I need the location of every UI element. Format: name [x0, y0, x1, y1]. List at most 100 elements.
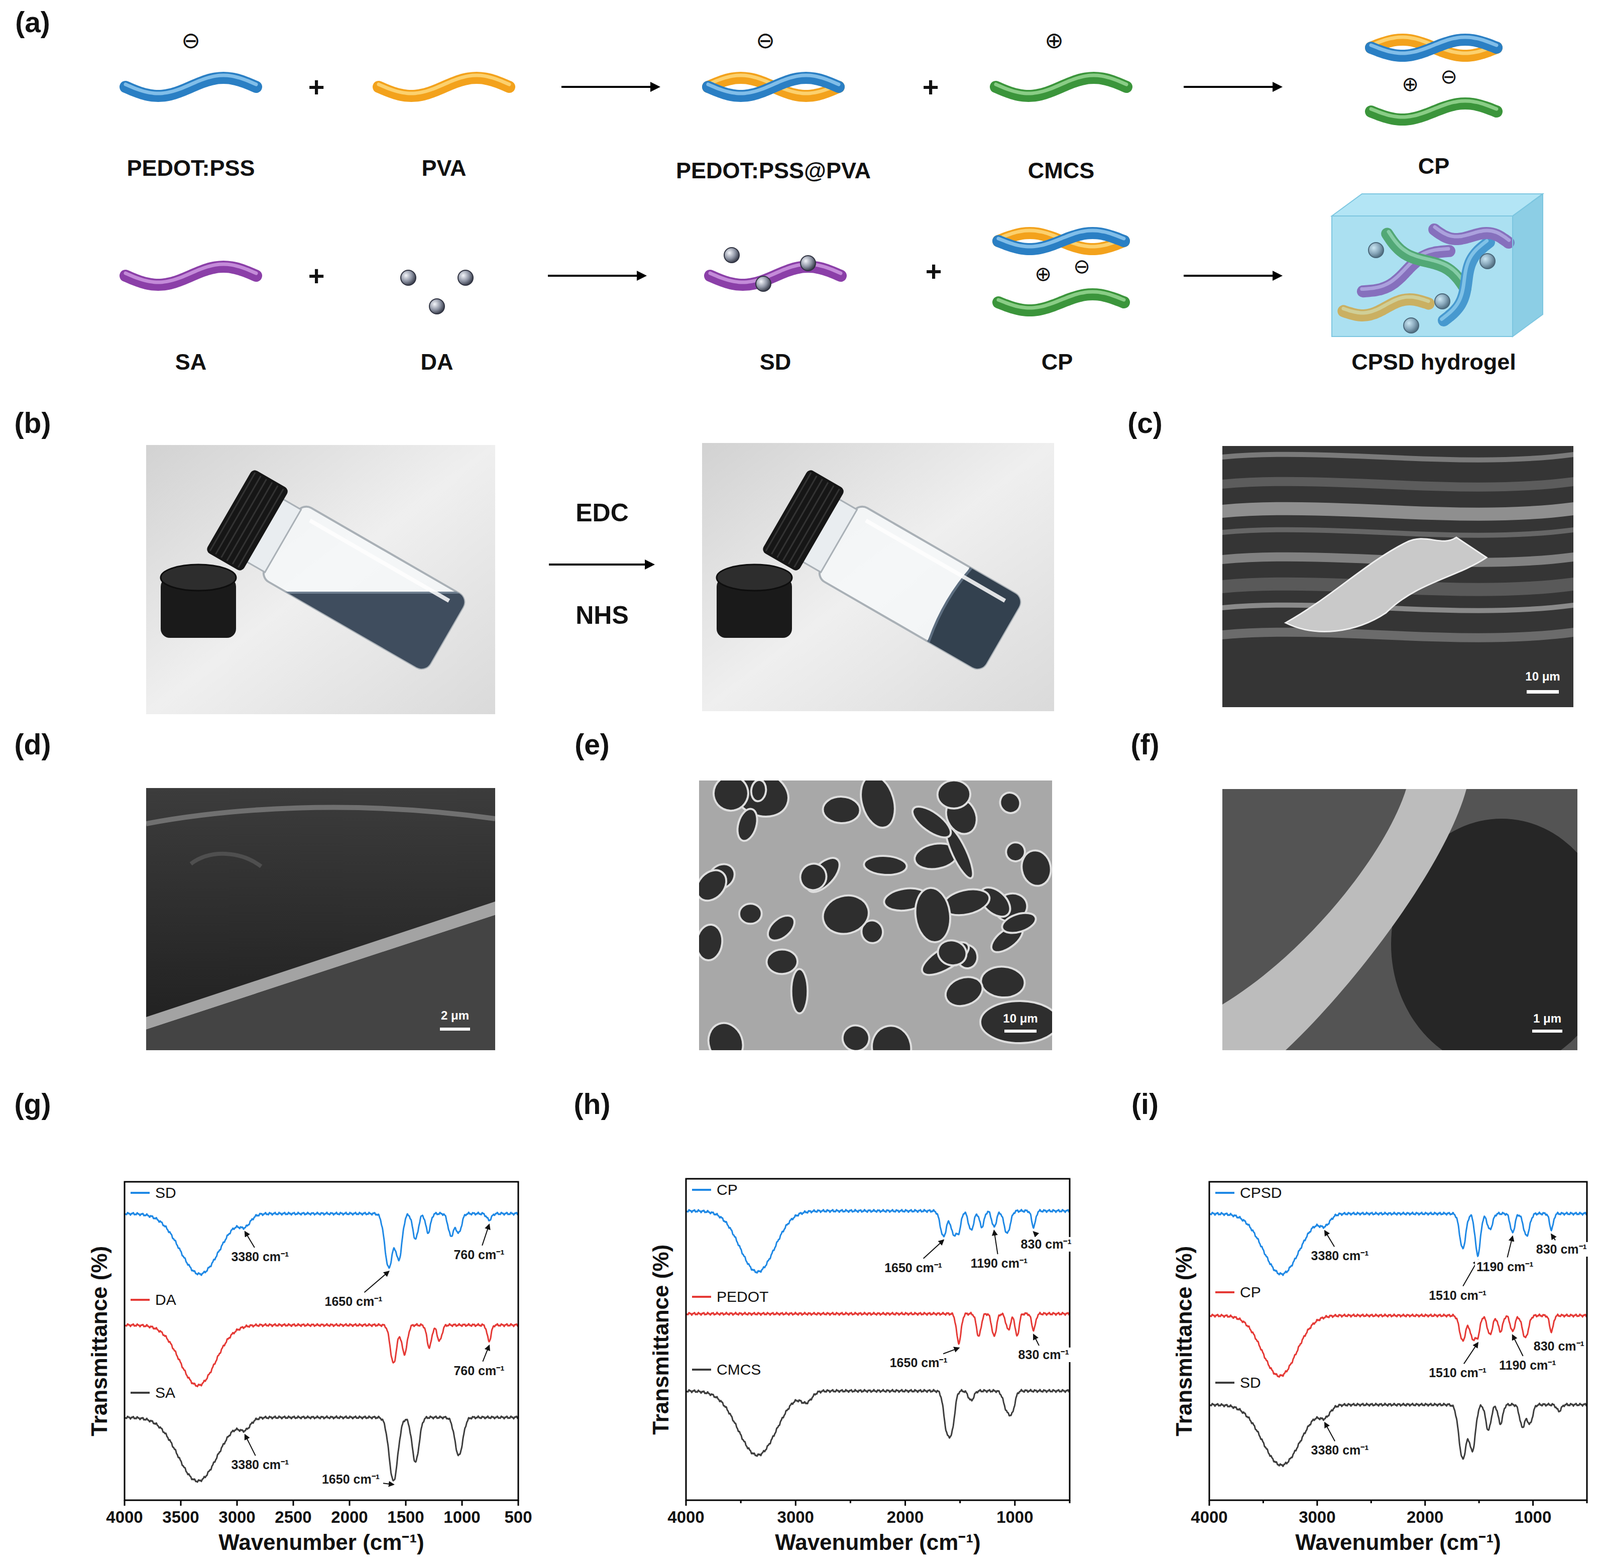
- sem-layer: [1222, 602, 1574, 614]
- sem-pore: [738, 902, 762, 925]
- axis-tick: [849, 1500, 852, 1504]
- liquid-group: [923, 563, 1024, 673]
- leader-line: [1033, 1231, 1038, 1236]
- tick-label: 1000: [1514, 1507, 1552, 1527]
- axis-tick: [959, 1500, 961, 1504]
- sem-pore: [995, 788, 1024, 817]
- leader-line: [1512, 1334, 1524, 1356]
- cube-side: [1512, 193, 1543, 337]
- axis-tick: [180, 1500, 182, 1506]
- spectrum-curve: [124, 1212, 519, 1276]
- pedot-strand-shine: [708, 75, 839, 94]
- alginate-strand-shine: [125, 264, 257, 283]
- legend-label: SA: [153, 1384, 177, 1402]
- panel-label: (d): [14, 728, 52, 762]
- tick-label: 2000: [1406, 1507, 1444, 1527]
- legend-label: CMCS: [715, 1360, 763, 1379]
- sem-pore: [840, 1023, 871, 1051]
- axis-tick: [1208, 1500, 1211, 1506]
- sem-pore: [734, 806, 761, 844]
- peak-annotation: 1650 cm⁻¹: [882, 1260, 944, 1276]
- component-name: PEDOT:PSS@PVA: [675, 157, 871, 184]
- axis-tick: [740, 1500, 742, 1504]
- plot-frame: [124, 1181, 519, 1501]
- legend-label: SD: [153, 1184, 178, 1202]
- glass-vial: [761, 468, 1032, 680]
- glass-vial: [146, 444, 496, 715]
- legend-line-sample: [692, 1295, 712, 1298]
- sem-pore: [863, 854, 907, 876]
- sem-sheet: [1285, 537, 1487, 632]
- loose-cap-top: [160, 564, 237, 591]
- cap-rib: [788, 485, 834, 564]
- tick-label: 2000: [330, 1507, 368, 1527]
- axis-title: Transmittance (%): [648, 1244, 674, 1435]
- cap-rib: [232, 485, 278, 564]
- panel-label: (c): [1127, 406, 1163, 440]
- pva-strand-shine: [378, 75, 510, 94]
- tick-label: 2000: [886, 1507, 924, 1527]
- peak-annotation: 3380 cm⁻¹: [1309, 1442, 1371, 1458]
- legend-line-sample: [1215, 1381, 1235, 1384]
- photo-background: [702, 442, 1055, 712]
- leader-line: [1507, 1236, 1513, 1258]
- tick-label: 4000: [667, 1507, 705, 1527]
- peak-annotation: 1650 cm⁻¹: [320, 1471, 382, 1487]
- plot-frame: [1209, 1181, 1587, 1501]
- reaction-arrow: [1183, 85, 1281, 88]
- tick-label: 4000: [1190, 1507, 1228, 1527]
- reaction-arrow: [548, 563, 653, 566]
- panel-label: (b): [14, 406, 52, 440]
- peak-annotation: 830 cm⁻¹: [1019, 1236, 1074, 1252]
- panel-label: (g): [14, 1087, 52, 1121]
- charge-sign: ⊖: [1073, 254, 1091, 278]
- sem-pore: [855, 780, 901, 832]
- leader-line: [383, 1482, 394, 1484]
- legend-label: SD: [1238, 1374, 1263, 1392]
- sem-pore: [907, 801, 956, 844]
- spectrum-curve: [686, 1312, 1070, 1344]
- sem-ridge: [146, 807, 496, 824]
- axis-tick: [517, 1500, 520, 1506]
- leader-line: [245, 1434, 256, 1456]
- axis-tick: [1316, 1500, 1318, 1506]
- sem-layer: [1222, 527, 1574, 538]
- pedot-strand-shine: [125, 75, 257, 94]
- charge-sign: ⊖: [755, 27, 775, 54]
- spectrum-curve: [1209, 1314, 1587, 1378]
- plus-sign: +: [925, 255, 943, 288]
- legend-label: PEDOT: [715, 1288, 770, 1306]
- leader-line: [364, 1271, 390, 1293]
- cube-top: [1331, 193, 1543, 216]
- axis-tick: [904, 1500, 906, 1506]
- axis-tick: [236, 1500, 239, 1506]
- scale-bar: [1526, 690, 1559, 694]
- charge-sign: ⊕: [1034, 262, 1052, 286]
- dopamine-dot: [724, 247, 740, 263]
- liquid: [260, 592, 469, 673]
- component-name: CP: [1418, 153, 1450, 180]
- panel-label: (f): [1130, 728, 1160, 762]
- peak-annotation: 1190 cm⁻¹: [1474, 1259, 1536, 1275]
- sem-pore: [868, 1022, 916, 1051]
- reagent-label: EDC: [575, 498, 629, 528]
- leader-line: [482, 1345, 490, 1362]
- axis-title: Wavenumber (cm⁻¹): [1295, 1529, 1501, 1556]
- tick-label: 3000: [777, 1507, 815, 1527]
- cmcs-strand-shine: [995, 75, 1127, 94]
- ftir-chart: [1209, 1181, 1587, 1506]
- tick-label: 2500: [274, 1507, 312, 1527]
- glass-highlight: [865, 520, 1005, 601]
- sem-pore: [749, 780, 767, 803]
- axis-tick: [1262, 1500, 1265, 1504]
- leader-line: [245, 1231, 255, 1248]
- legend-line-sample: [130, 1391, 150, 1394]
- charge-sign: ⊕: [1044, 27, 1064, 54]
- scale-bar-label: 2 μm: [440, 1008, 470, 1023]
- sem-sheet-shadow: [146, 915, 496, 1051]
- sem-ridge: [190, 853, 262, 867]
- scale-bar: [439, 1027, 471, 1031]
